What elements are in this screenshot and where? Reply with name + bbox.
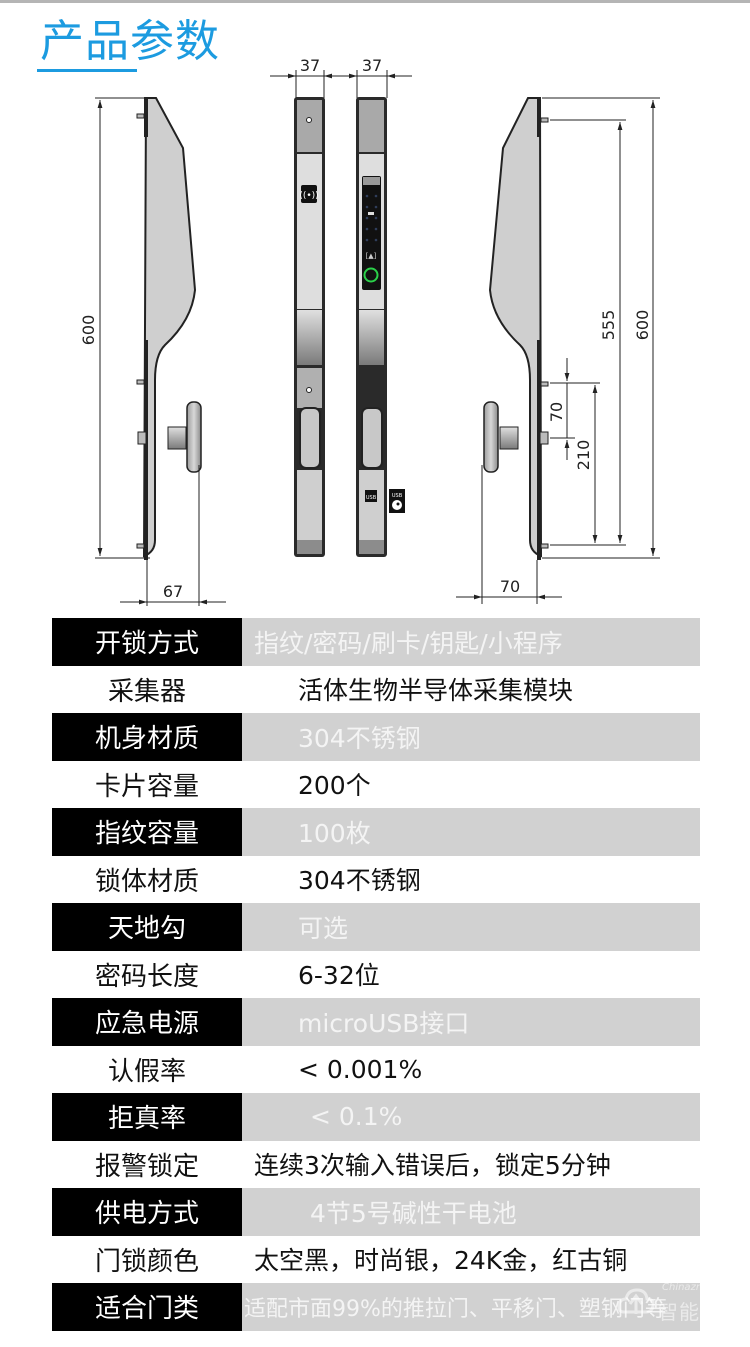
spec-row-lock-body-material: 锁体材质 304不锈钢	[52, 856, 700, 904]
spec-row-card-capacity: 卡片容量 200个	[52, 761, 700, 809]
spec-label: 供电方式	[52, 1188, 242, 1236]
spec-value: microUSB接口	[242, 998, 700, 1046]
right-side-view: 600 555 210 70 70	[456, 97, 660, 604]
spec-label: 开锁方式	[52, 618, 242, 666]
spec-label: 指纹容量	[52, 808, 242, 856]
cloud-logo-icon	[617, 1288, 655, 1314]
spec-row-unlock-method: 开锁方式 指纹/密码/刷卡/钥匙/小程序	[52, 618, 700, 666]
back-width-label: 37	[362, 56, 382, 75]
spec-label: 机身材质	[52, 713, 242, 761]
spec-row-top-bottom-hook: 天地勾 可选	[52, 903, 700, 951]
usb-port-icon	[365, 490, 377, 502]
left-depth-label: 67	[163, 582, 183, 601]
top-border	[0, 0, 750, 3]
spec-row-password-length: 密码长度 6-32位	[52, 951, 700, 999]
spec-table: 开锁方式 指纹/密码/刷卡/钥匙/小程序 采集器 活体生物半导体采集模块 机身材…	[52, 618, 700, 1331]
spec-value: 指纹/密码/刷卡/钥匙/小程序	[242, 618, 700, 666]
spec-value: 适配市面99%的推拉门、平移门、塑钢门等	[242, 1283, 700, 1331]
spec-value: 304不锈钢	[298, 866, 421, 896]
spec-row-power-supply: 供电方式 4节5号碱性干电池	[52, 1188, 700, 1236]
left-height-label: 600	[79, 315, 98, 346]
spec-value: < 0.001%	[298, 1054, 423, 1084]
spec-row-door-types: 适合门类 适配市面99%的推拉门、平移门、塑钢门等	[52, 1283, 700, 1331]
spec-row-lock-colors: 门锁颜色 太空黑，时尚银，24K金，红古铜	[52, 1236, 700, 1284]
spec-value: 可选	[242, 903, 700, 951]
back-handle	[361, 407, 383, 469]
spec-value: 200个	[298, 771, 371, 801]
usb-label: USB	[366, 495, 377, 501]
watermark-url: Chinazns.com	[662, 1282, 732, 1293]
nfc-card-icon	[301, 185, 317, 203]
back-view: 37 [▲] USB USB	[330, 56, 412, 557]
right-height-label: 600	[633, 310, 652, 341]
spec-value: 100枚	[242, 808, 700, 856]
spec-row-collector: 采集器 活体生物半导体采集模块	[52, 666, 700, 714]
spec-label: 密码长度	[94, 961, 199, 992]
spec-label: 采集器	[107, 676, 186, 707]
spec-label: 门锁颜色	[94, 1246, 199, 1277]
spec-value: 连续3次输入错误后，锁定5分钟	[254, 1151, 611, 1181]
right-lower-span-label: 210	[574, 440, 593, 471]
spec-label: 适合门类	[52, 1283, 242, 1331]
spec-row-false-accept-rate: 认假率 < 0.001%	[52, 1046, 700, 1094]
keypad-panel	[362, 176, 381, 290]
front-width-label: 37	[300, 56, 320, 75]
svg-text:((•)): ((•))	[299, 191, 318, 201]
svg-text:[▲]: [▲]	[366, 252, 377, 260]
spec-row-body-material: 机身材质 304不锈钢	[52, 713, 700, 761]
spec-label: 锁体材质	[94, 866, 199, 897]
fingerprint-sensor-icon	[363, 267, 379, 283]
spec-row-emergency-power: 应急电源 microUSB接口	[52, 998, 700, 1046]
spec-row-false-reject-rate: 拒真率 < 0.1%	[52, 1093, 700, 1141]
watermark-logo: Chinazns.com 智能锁网	[616, 1282, 746, 1326]
watermark-brand: 智能锁网	[658, 1300, 742, 1324]
spec-value: 304不锈钢	[242, 713, 700, 761]
right-depth-label: 70	[500, 577, 520, 596]
svg-text:USB: USB	[392, 493, 403, 499]
spec-row-fingerprint-capacity: 指纹容量 100枚	[52, 808, 700, 856]
front-view: 37 ((•))	[270, 56, 348, 557]
front-handle	[299, 407, 321, 469]
spec-row-alarm-lockout: 报警锁定 连续3次输入错误后，锁定5分钟	[52, 1141, 700, 1189]
title-underline	[37, 69, 137, 72]
spec-label: 拒真率	[52, 1093, 242, 1141]
right-handle-knob	[483, 401, 499, 473]
spec-value: < 0.1%	[242, 1093, 700, 1141]
left-handle-knob	[186, 401, 202, 473]
spec-value: 4节5号碱性干电池	[242, 1188, 700, 1236]
right-span-label: 555	[599, 310, 618, 341]
page-title: 产品参数	[40, 16, 220, 67]
left-side-view: 600 67	[79, 97, 226, 606]
spec-label: 应急电源	[52, 998, 242, 1046]
technical-drawing: 600 67 37 ((•))	[79, 56, 660, 606]
spec-label: 天地勾	[52, 903, 242, 951]
spec-label: 卡片容量	[94, 771, 199, 802]
spec-label: 认假率	[107, 1056, 186, 1087]
spec-value: 太空黑，时尚银，24K金，红古铜	[254, 1246, 628, 1276]
spec-label: 报警锁定	[94, 1151, 199, 1182]
right-hole-gap-label: 70	[547, 402, 566, 422]
spec-value: 活体生物半导体采集模块	[298, 676, 574, 706]
spec-value: 6-32位	[298, 961, 380, 991]
